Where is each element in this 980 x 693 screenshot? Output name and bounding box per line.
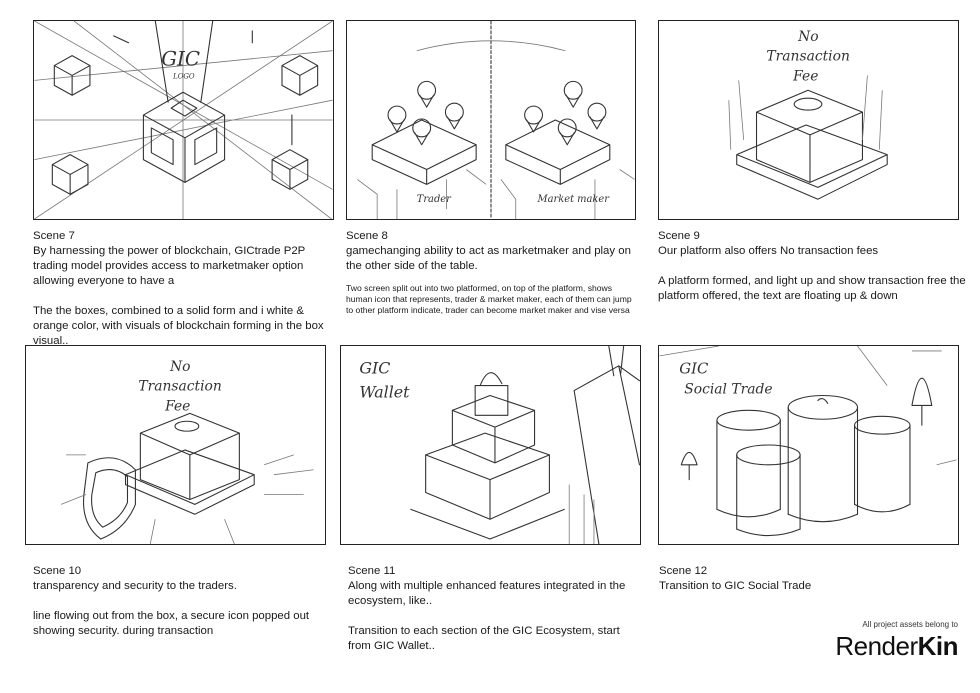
scene-8-sketch: Trader Market maker: [346, 20, 636, 220]
no-fee-platform-drawing: No Transaction Fee: [728, 29, 888, 200]
gic-sketch-text: GIC: [679, 360, 709, 378]
scene-9-caption: Scene 9 Our platform also offers No tran…: [658, 229, 978, 304]
scene-9-description: Our platform also offers No transaction …: [658, 245, 879, 257]
scene-7-description: By harnessing the power of blockchain, G…: [33, 245, 306, 287]
social-trade-sketch-text: Social Trade: [684, 382, 772, 398]
social-trade-drawing: GIC Social Trade: [659, 346, 957, 537]
scene-10-caption: Scene 10 transparency and security to th…: [33, 564, 333, 639]
no-sketch-text: No: [797, 29, 818, 45]
scene-8-description: gamechanging ability to act as marketmak…: [346, 245, 631, 272]
wallet-sketch-text: Wallet: [359, 382, 410, 401]
brand-bold: Kin: [917, 631, 959, 661]
brand-light: Render: [835, 631, 918, 661]
scene-9-title: Scene 9: [658, 230, 700, 242]
scene-11-note: Transition to each section of the GIC Ec…: [348, 625, 620, 652]
gic-wallet-drawing: GIC Wallet: [359, 346, 640, 544]
trader-sketch-text: Trader: [417, 194, 452, 205]
copyright-note: All project assets belong to: [862, 620, 958, 629]
footer: All project assets belong to RenderKin: [835, 620, 958, 662]
scene-11-caption: Scene 11 Along with multiple enhanced fe…: [348, 564, 642, 654]
logo-sketch-text: LOGO: [172, 72, 195, 80]
transaction-sketch-text: Transaction: [138, 379, 221, 395]
fee-sketch-text: Fee: [164, 398, 190, 414]
transaction-sketch-text: Transaction: [766, 49, 849, 65]
security-shield-drawing: No Transaction Fee: [61, 359, 314, 544]
scene-7-sketch: GIC LOGO: [33, 20, 334, 220]
split-platforms-drawing: Trader Market maker: [357, 21, 635, 219]
scene-12-sketch: GIC Social Trade: [658, 345, 959, 545]
no-sketch-text: No: [169, 359, 190, 375]
scene-9-sketch: No Transaction Fee: [658, 20, 959, 220]
fee-sketch-text: Fee: [792, 68, 818, 84]
scene-7-caption: Scene 7 By harnessing the power of block…: [33, 229, 333, 349]
scene-9-note: A platform formed, and light up and show…: [658, 275, 966, 302]
scene-8-caption: Scene 8 gamechanging ability to act as m…: [346, 229, 640, 316]
scene-11-sketch: GIC Wallet: [340, 345, 641, 545]
scene-10-title: Scene 10: [33, 565, 82, 577]
scene-12-description: Transition to GIC Social Trade: [659, 580, 812, 592]
scene-7-title: Scene 7: [33, 230, 75, 242]
gic-sketch-text: GIC: [359, 359, 390, 378]
scene-12-caption: Scene 12 Transition to GIC Social Trade: [659, 564, 959, 594]
scene-10-sketch: No Transaction Fee: [25, 345, 326, 545]
scene-7-note: The the boxes, combined to a solid form …: [33, 305, 324, 347]
gic-logo-sketch-text: GIC: [161, 48, 200, 71]
brand-logo: RenderKin: [835, 631, 958, 662]
market-maker-sketch-text: Market maker: [537, 194, 611, 205]
blockchain-cube-drawing: GIC LOGO: [34, 21, 333, 219]
scene-10-note: line flowing out from the box, a secure …: [33, 610, 310, 637]
scene-8-small-note: Two screen split out into two platformed…: [346, 283, 632, 315]
scene-8-title: Scene 8: [346, 230, 388, 242]
scene-11-description: Along with multiple enhanced features in…: [348, 580, 626, 607]
scene-10-description: transparency and security to the traders…: [33, 580, 237, 592]
scene-11-title: Scene 11: [348, 565, 396, 577]
scene-12-title: Scene 12: [659, 565, 708, 577]
